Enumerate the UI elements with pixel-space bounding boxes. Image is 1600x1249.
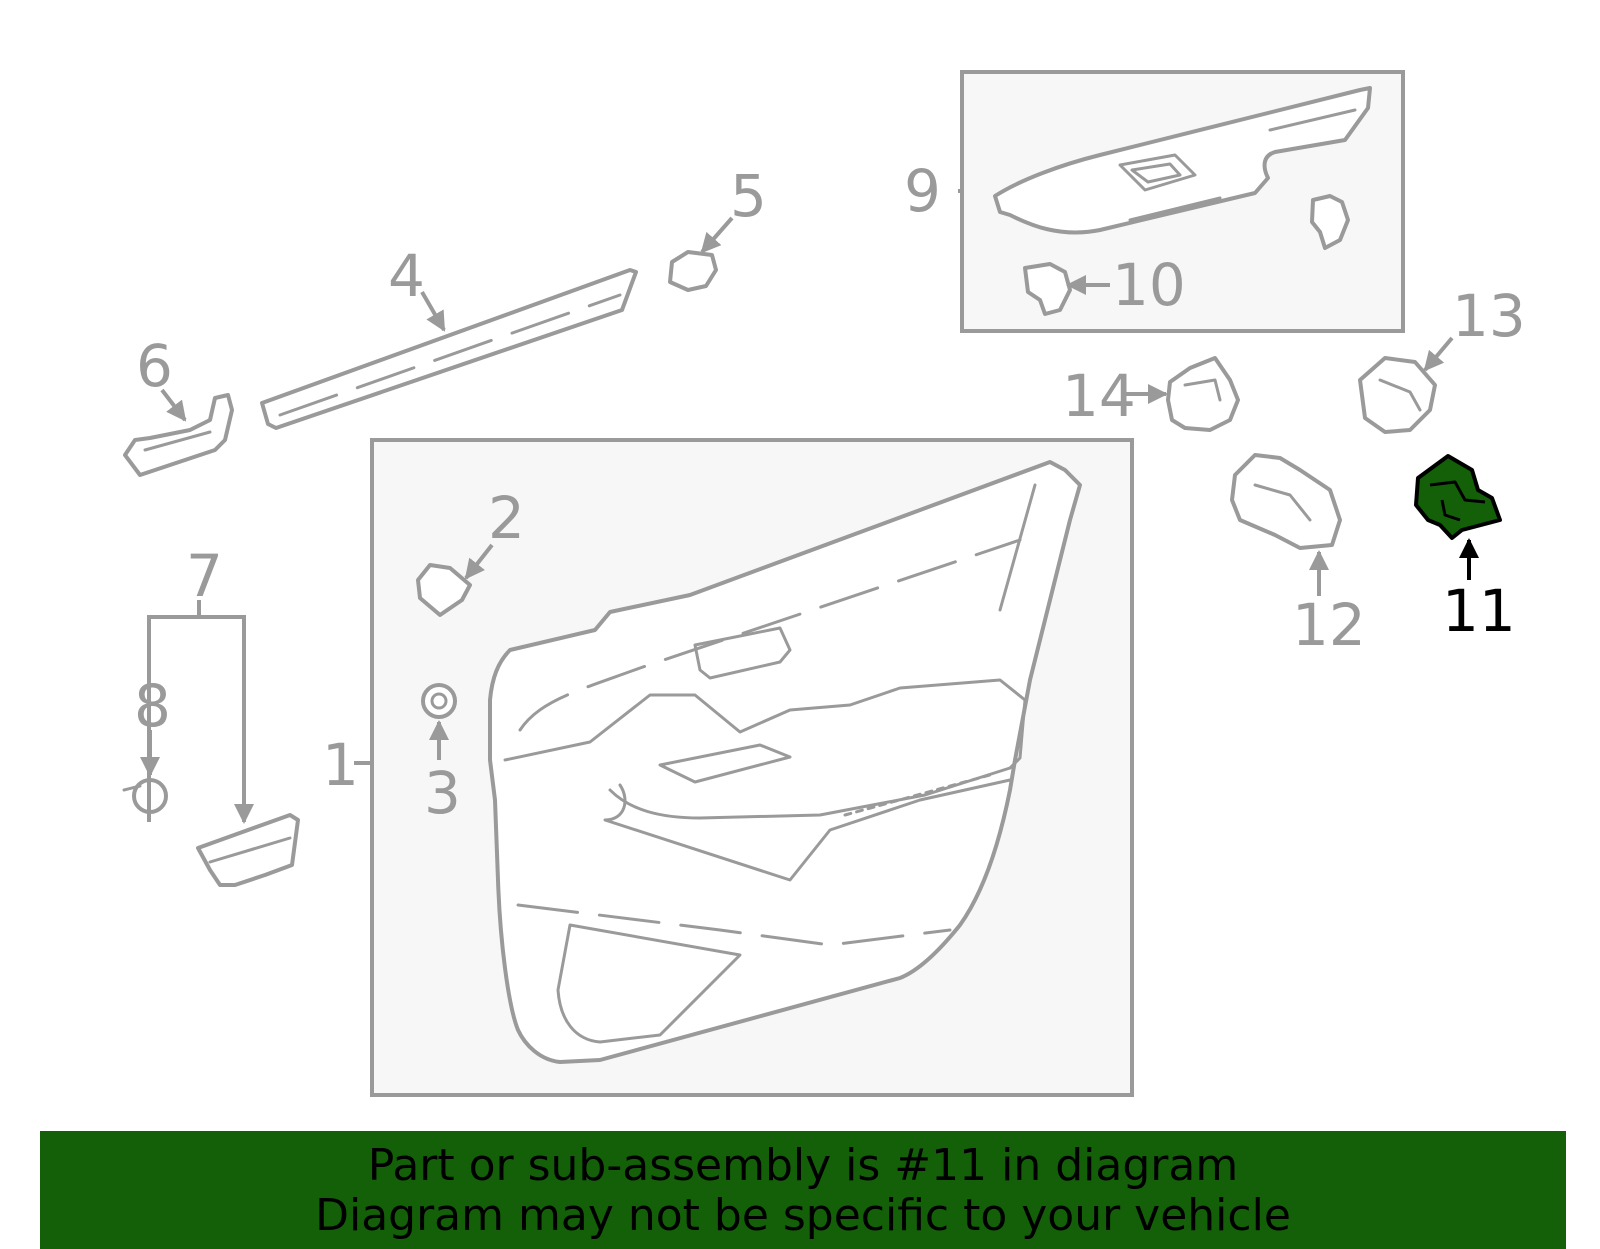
callout-11: 11: [1442, 577, 1516, 645]
callout-10: 10: [1112, 251, 1186, 319]
part-6-bracket: [123, 393, 234, 477]
callout-12: 12: [1292, 591, 1366, 659]
leader-lines: [140, 189, 1479, 824]
part-12-switch: [1230, 453, 1342, 550]
callout-14: 14: [1062, 362, 1136, 430]
part-1-door-trim-box: [370, 438, 1134, 1097]
callout-1: 1: [322, 731, 359, 799]
callout-7: 7: [186, 542, 223, 610]
callout-13: 13: [1452, 282, 1526, 350]
parts-diagram: 1 2 3 4 5 6 7 8 9 10 11 12 13 14: [122, 70, 1526, 1097]
callout-4: 4: [388, 242, 425, 310]
callout-6: 6: [136, 332, 173, 400]
part-2-clip: [416, 563, 472, 617]
callout-5: 5: [730, 162, 767, 230]
part-3-grommet: [421, 683, 457, 719]
banner-line-1: Part or sub-assembly is #11 in diagram: [367, 1140, 1239, 1191]
part-9-group-box: [960, 70, 1405, 333]
part-13-switch: [1358, 356, 1437, 434]
part-5-clip: [668, 250, 718, 292]
callout-8: 8: [134, 672, 171, 740]
part-14-switch: [1166, 356, 1240, 432]
callout-9: 9: [904, 157, 941, 225]
callout-2: 2: [488, 484, 525, 552]
info-banner: Part or sub-assembly is #11 in diagram D…: [40, 1131, 1566, 1249]
part-4-molding: [260, 268, 638, 430]
banner-line-2: Diagram may not be specific to your vehi…: [315, 1190, 1291, 1241]
callout-3: 3: [424, 759, 461, 827]
part-11-highlighted: [1414, 454, 1502, 540]
